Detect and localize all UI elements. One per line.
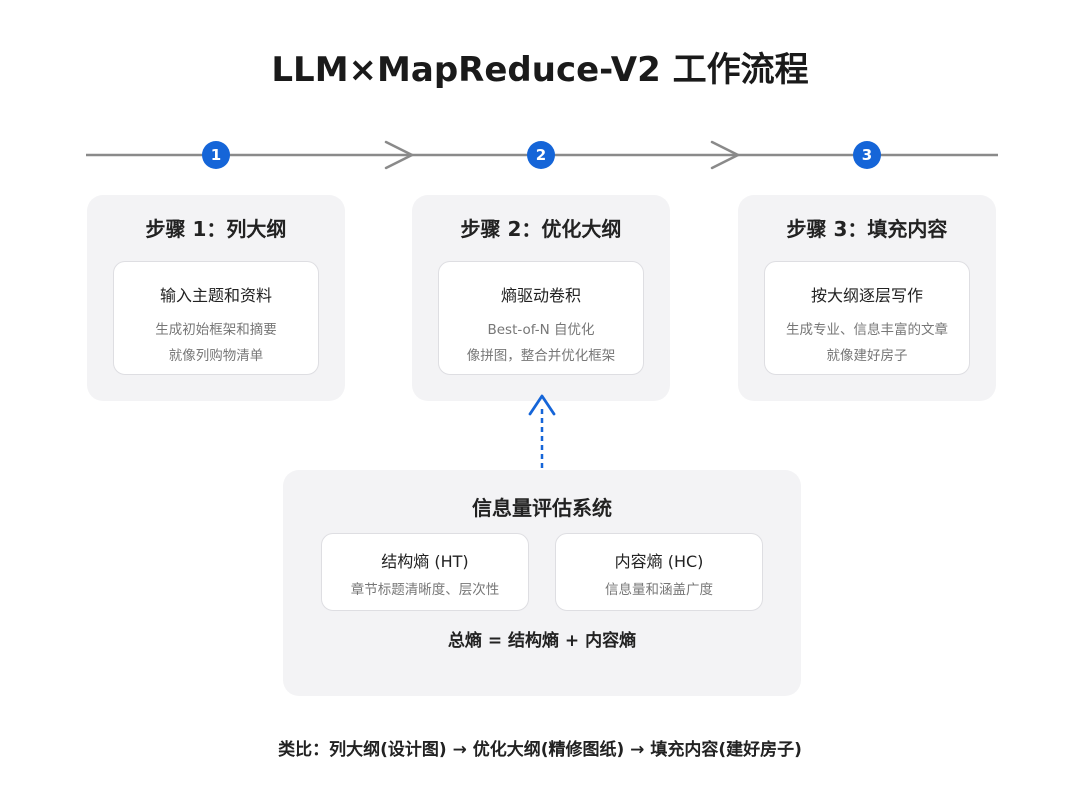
stage-3-title: 步骤 3：填充内容 [786, 217, 948, 241]
content-entropy-title: 内容熵 (HC) [614, 552, 704, 571]
stage-1-card-title: 输入主题和资料 [159, 286, 272, 305]
stage-2-card-line-2: 像拼图，整合并优化框架 [466, 348, 616, 364]
stage-3-card-title: 按大纲逐层写作 [810, 286, 923, 305]
stage-1-card: 输入主题和资料 生成初始框架和摘要 就像列购物清单 [113, 261, 319, 375]
timeline-arrow-1 [384, 140, 414, 170]
stage-2-title: 步骤 2：优化大纲 [460, 217, 622, 241]
stage-2-card-line-1: Best-of-N 自优化 [487, 322, 595, 338]
stage-3-card-line-2: 就像建好房子 [826, 348, 908, 364]
stage-2-card: 熵驱动卷积 Best-of-N 自优化 像拼图，整合并优化框架 [438, 261, 644, 375]
step-3-badge: 3 [853, 141, 881, 169]
evaluation-title: 信息量评估系统 [472, 496, 612, 520]
entropy-formula: 总熵 = 结构熵 + 内容熵 [447, 631, 637, 651]
step-1-badge: 1 [202, 141, 230, 169]
stage-2-card-title: 熵驱动卷积 [500, 286, 581, 305]
structure-entropy-title: 结构熵 (HT) [381, 552, 469, 571]
structure-entropy-desc: 章节标题清晰度、层次性 [350, 582, 500, 598]
feedback-arrow [528, 394, 556, 468]
page-title: LLM×MapReduce-V2 工作流程 [271, 50, 809, 90]
stage-3-panel: 步骤 3：填充内容 按大纲逐层写作 生成专业、信息丰富的文章 就像建好房子 [738, 195, 996, 401]
content-entropy-card: 内容熵 (HC) 信息量和涵盖广度 [555, 533, 763, 611]
stage-3-card-line-1: 生成专业、信息丰富的文章 [786, 322, 948, 338]
stage-3-card: 按大纲逐层写作 生成专业、信息丰富的文章 就像建好房子 [764, 261, 970, 375]
content-entropy-desc: 信息量和涵盖广度 [605, 582, 713, 598]
stage-1-panel: 步骤 1：列大纲 输入主题和资料 生成初始框架和摘要 就像列购物清单 [87, 195, 345, 401]
step-2-badge: 2 [527, 141, 555, 169]
timeline [86, 140, 998, 170]
feedback-arrow-head [528, 394, 556, 416]
stage-1-card-line-1: 生成初始框架和摘要 [155, 322, 277, 338]
analogy-caption: 类比：列大纲(设计图) → 优化大纲(精修图纸) → 填充内容(建好房子) [278, 740, 802, 760]
stage-1-title: 步骤 1：列大纲 [145, 217, 287, 241]
evaluation-panel: 信息量评估系统 结构熵 (HT) 章节标题清晰度、层次性 内容熵 (HC) 信息… [283, 470, 801, 696]
stage-1-card-line-2: 就像列购物清单 [168, 348, 264, 364]
structure-entropy-card: 结构熵 (HT) 章节标题清晰度、层次性 [321, 533, 529, 611]
stage-2-panel: 步骤 2：优化大纲 熵驱动卷积 Best-of-N 自优化 像拼图，整合并优化框… [412, 195, 670, 401]
timeline-arrow-2 [710, 140, 740, 170]
